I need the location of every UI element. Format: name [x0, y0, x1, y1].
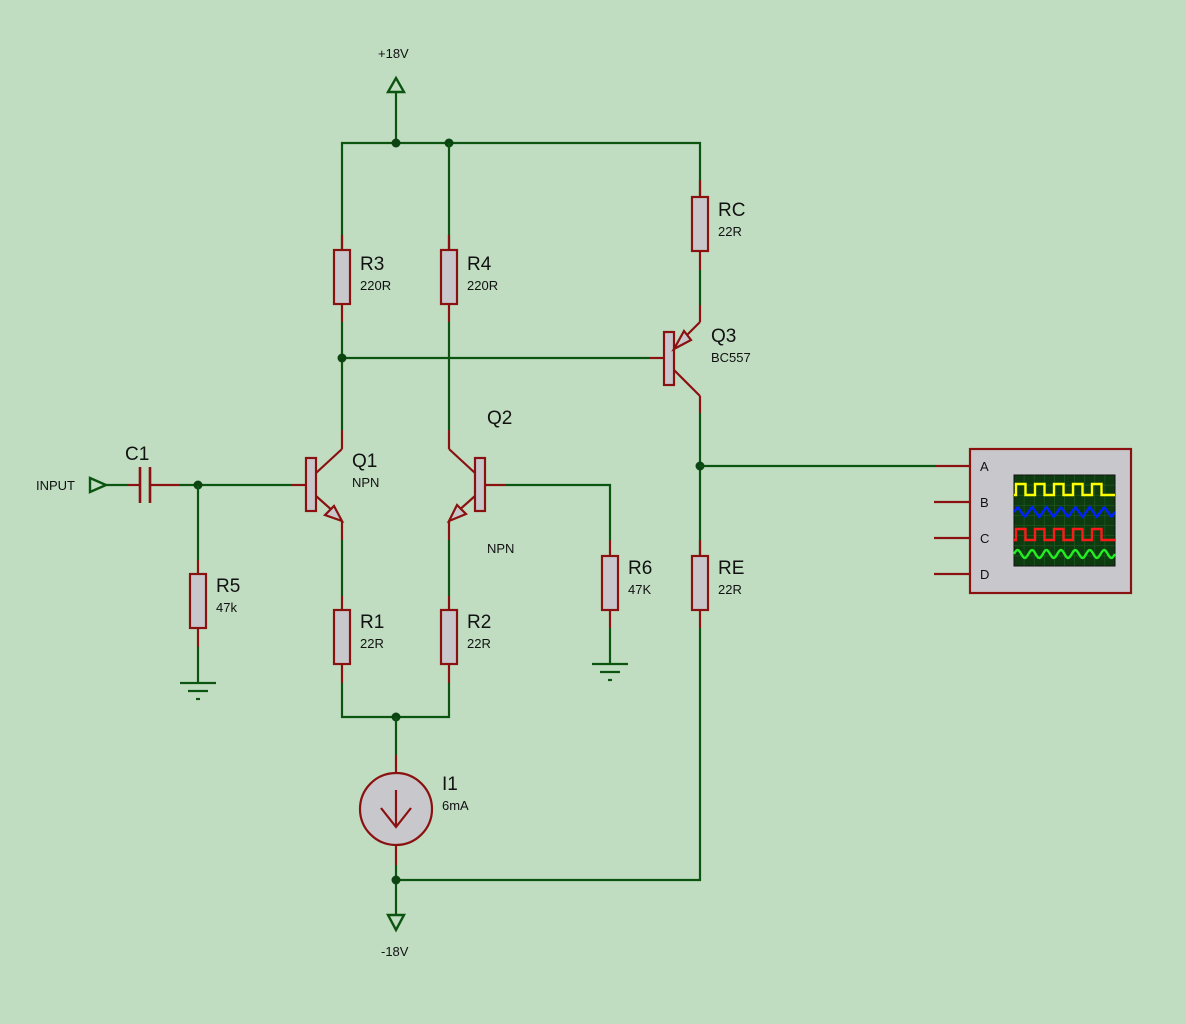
junction-dot: [391, 138, 401, 148]
tail-wire: [340, 683, 451, 719]
q2-name: Q2: [487, 408, 512, 429]
resistor-re[interactable]: RE 22R: [690, 540, 744, 628]
rc-value: 22R: [718, 224, 742, 239]
q3-name: Q3: [711, 326, 736, 347]
resistor-r5[interactable]: R5 47k: [188, 560, 240, 647]
r2-value: 22R: [467, 636, 491, 651]
rc-name: RC: [718, 200, 745, 221]
r3-value: 220R: [360, 278, 391, 293]
re-return-wire: [396, 628, 702, 882]
i1-name: I1: [442, 774, 458, 795]
transistor-q3[interactable]: Q3 BC557: [650, 305, 751, 413]
trace-d: [1012, 548, 1117, 560]
emitter-arrow-icon: [446, 503, 468, 524]
arrow-down-icon: [380, 807, 412, 829]
oscilloscope-screen: [1012, 474, 1117, 567]
top-rail-wire: [340, 141, 702, 250]
capacitor-c1[interactable]: C1: [125, 444, 180, 503]
q1-type: NPN: [352, 475, 379, 490]
resistor-rc[interactable]: RC 22R: [690, 180, 745, 270]
resistor-r1[interactable]: R1 22R: [332, 596, 384, 683]
trace-a: [1014, 482, 1115, 497]
emitter-arrow-icon: [322, 504, 345, 523]
resistor-r4[interactable]: R4 220R: [439, 235, 498, 322]
r6-value: 47K: [628, 582, 651, 597]
channel-a-label: A: [980, 459, 989, 474]
emitter-arrow-icon: [671, 329, 693, 352]
resistor-r6[interactable]: R6 47K: [600, 540, 652, 628]
power-negative[interactable]: -18V: [381, 913, 409, 959]
transistor-q2[interactable]: Q2 NPN: [446, 408, 514, 556]
r2-name: R2: [467, 612, 491, 633]
current-source-i1[interactable]: I1 6mA: [358, 755, 469, 865]
r1-name: R1: [360, 612, 384, 633]
transistor-q1[interactable]: Q1 NPN: [292, 430, 379, 540]
r4-value: 220R: [467, 278, 498, 293]
q3-type: BC557: [711, 350, 751, 365]
r5-value: 47k: [216, 600, 237, 615]
ground-r5: [180, 647, 216, 701]
r5-name: R5: [216, 576, 240, 597]
r6-name: R6: [628, 558, 652, 579]
trace-c: [1014, 527, 1115, 542]
resistor-r2[interactable]: R2 22R: [439, 596, 491, 683]
trace-b: [1013, 504, 1116, 520]
q1-name: Q1: [352, 451, 377, 472]
junction-dot: [337, 353, 347, 363]
power-positive-label: +18V: [378, 46, 409, 61]
resistor-r3[interactable]: R3 220R: [332, 235, 391, 322]
c1-name: C1: [125, 444, 149, 465]
input-arrow-icon: [88, 476, 109, 494]
channel-b-label: B: [980, 495, 989, 510]
re-value: 22R: [718, 582, 742, 597]
ground-r6: [592, 628, 628, 682]
re-name: RE: [718, 558, 744, 579]
r1-value: 22R: [360, 636, 384, 651]
r4-name: R4: [467, 254, 492, 275]
power-arrow-down-icon: [386, 913, 406, 933]
channel-d-label: D: [980, 567, 989, 582]
power-negative-label: -18V: [381, 944, 409, 959]
junction-dot: [391, 875, 401, 885]
oscilloscope[interactable]: A B C D: [934, 447, 1133, 595]
q2-type: NPN: [487, 541, 514, 556]
power-arrow-icon: [385, 75, 407, 94]
i1-value: 6mA: [442, 798, 469, 813]
r3-name: R3: [360, 254, 384, 275]
input-terminal[interactable]: INPUT: [36, 476, 128, 494]
power-positive[interactable]: +18V: [378, 46, 409, 143]
q2-base-wire: [505, 483, 612, 540]
channel-c-label: C: [980, 531, 989, 546]
input-label: INPUT: [36, 478, 75, 493]
